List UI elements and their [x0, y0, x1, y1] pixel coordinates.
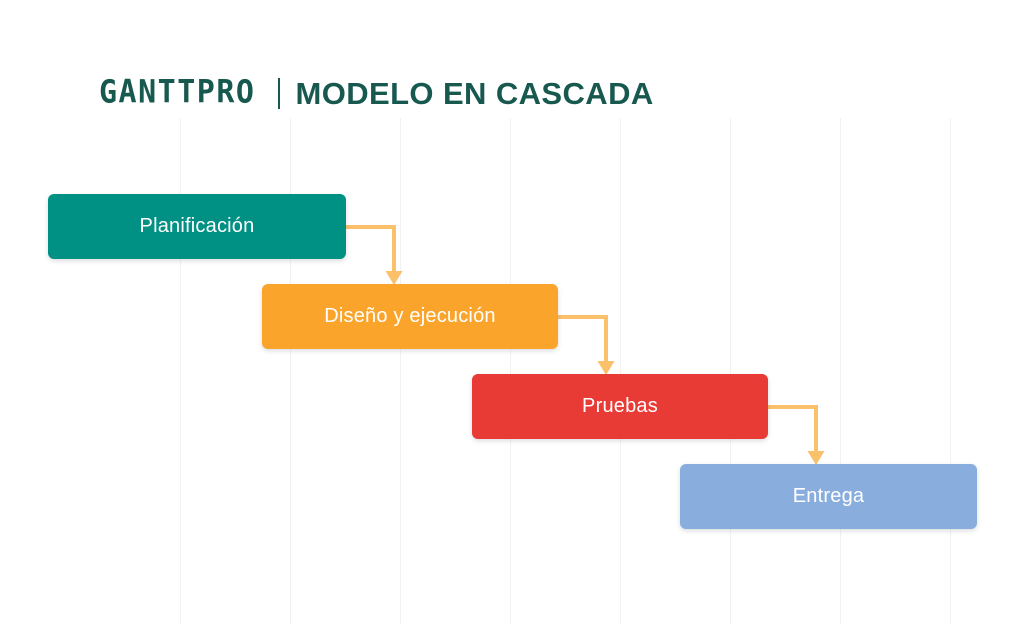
gantt-bar-label: Planificación [139, 215, 255, 237]
header-divider [277, 77, 280, 109]
gantt-bar-label: Diseño y ejecución [324, 305, 496, 327]
gantt-bar-label: Pruebas [582, 395, 658, 417]
chart-header: GANTTPRO MODELO EN CASCADA [99, 72, 654, 114]
gantt-bar-label: Entrega [792, 485, 865, 507]
page-title: MODELO EN CASCADA [295, 75, 654, 111]
gantt-bar-1[interactable]: Planificación [48, 194, 346, 259]
gantt-bar-4[interactable]: Entrega [680, 464, 977, 529]
gantt-bar-3[interactable]: Pruebas [472, 374, 768, 439]
gantt-bar-2[interactable]: Diseño y ejecución [262, 284, 558, 349]
ganttpro-logo: GANTTPRO [99, 73, 256, 112]
